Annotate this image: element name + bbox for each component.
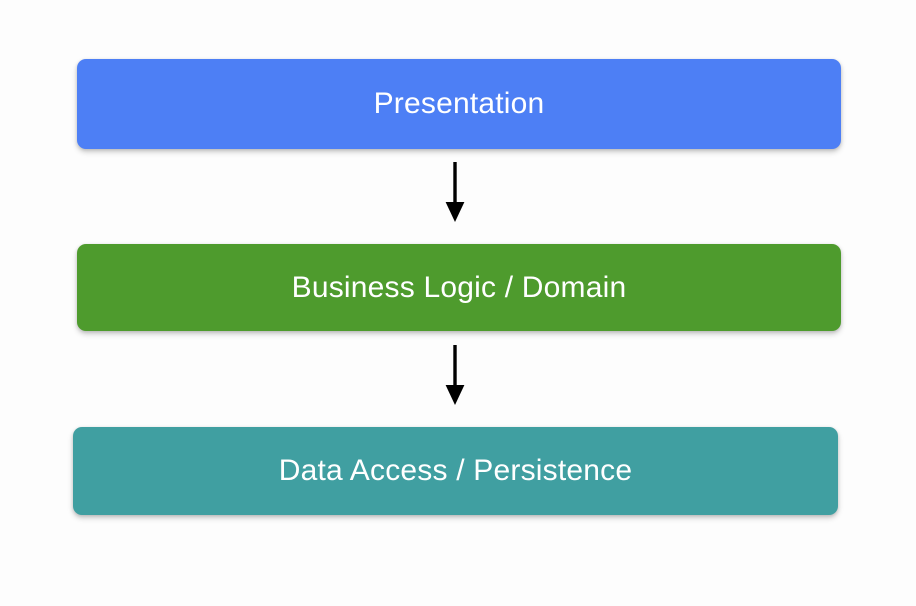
layer-label-presentation: Presentation	[373, 87, 545, 120]
arrow-presentation-to-business	[440, 162, 470, 224]
arrow-business-to-data	[440, 345, 470, 407]
layer-box-data-access[interactable]: Data Access / Persistence	[73, 427, 838, 515]
layer-box-business-logic[interactable]: Business Logic / Domain	[77, 244, 841, 331]
layer-box-presentation[interactable]: Presentation	[77, 59, 841, 149]
layer-label-data-access: Data Access / Persistence	[278, 454, 633, 487]
layer-label-business-logic: Business Logic / Domain	[291, 270, 627, 304]
